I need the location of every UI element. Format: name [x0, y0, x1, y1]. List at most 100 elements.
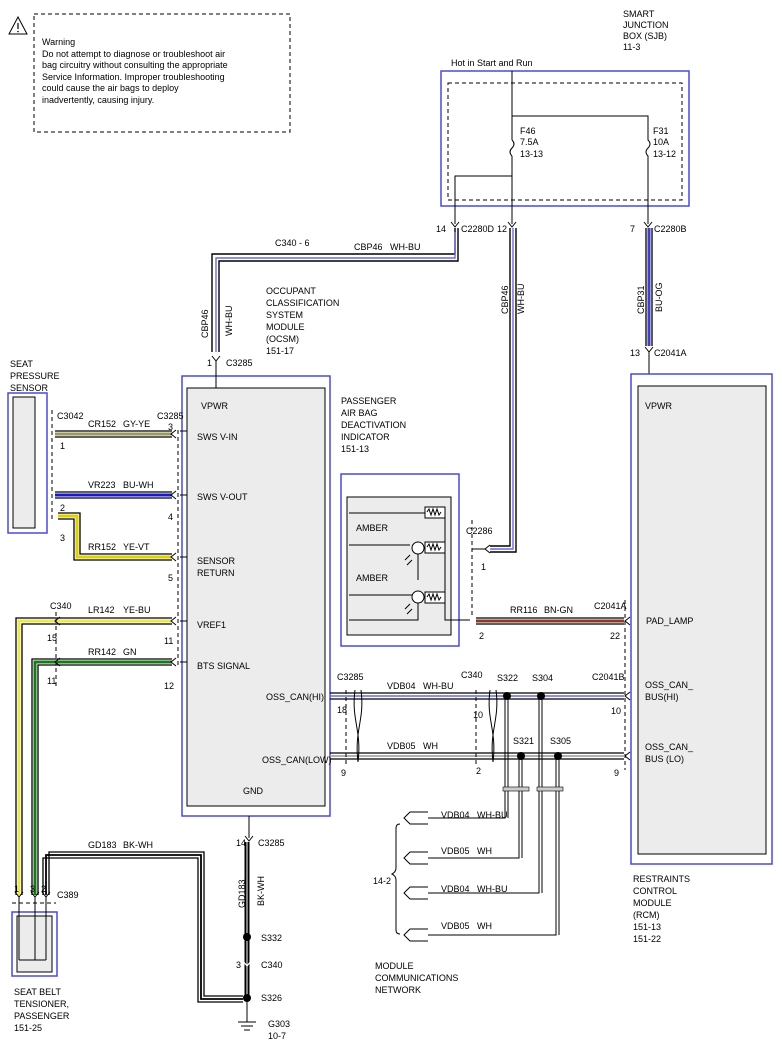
wire-color: GN	[123, 647, 137, 657]
splice-label: S332	[261, 933, 282, 943]
splice-s322	[503, 692, 511, 700]
wire-id: CR152	[88, 419, 116, 429]
network-title-line: COMMUNICATIONS	[375, 973, 458, 983]
wire-color: BU-OG	[654, 282, 664, 312]
connector-chevron-icon	[507, 221, 517, 228]
pin-label: 1	[14, 884, 19, 894]
resistor-icon	[424, 506, 446, 519]
network-row: VDB05 WH	[403, 921, 492, 942]
pin-label: 9	[341, 768, 346, 778]
wire-id: VDB05	[441, 846, 470, 856]
ocsm-pin-vref1: VREF1	[197, 620, 226, 630]
ocsm-title-line: CLASSIFICATION	[266, 298, 339, 308]
connector-chevron-icon	[170, 552, 177, 562]
pin-label: 1	[481, 562, 486, 572]
rcm-pin-oss-can: OSS_CAN_	[645, 742, 694, 752]
pad-title-line: PASSENGER	[341, 396, 397, 406]
ground-label: G303	[268, 1019, 290, 1029]
pin-label: 4	[168, 512, 173, 522]
warning-line: could cause the air bags to deploy	[42, 83, 179, 93]
ground-symbol-icon	[238, 1021, 256, 1031]
connector-chevron-icon	[170, 616, 177, 626]
resistor-icon	[424, 541, 446, 554]
ground-ref: 10-7	[268, 1031, 286, 1041]
rcm-title-line: RESTRAINTS	[633, 874, 690, 884]
rcm-title-line: CONTROL	[633, 886, 677, 896]
pin-label: 2	[60, 503, 65, 513]
fuse-f46-ref: 13-13	[520, 149, 543, 159]
pin-label: 2	[479, 631, 484, 641]
connector-label: C3285	[337, 672, 364, 682]
pin-label: 11	[164, 636, 173, 646]
wire-color: BU-WH	[123, 480, 154, 490]
connector-label: C2041A	[654, 348, 687, 358]
ocsm-title-line: 151-17	[266, 346, 294, 356]
pin-label: 12	[164, 681, 174, 691]
ocsm-title-line: OCCUPANT	[266, 286, 316, 296]
pin-label: 22	[610, 631, 620, 641]
pin-label: 11	[47, 676, 56, 686]
pin-label: 18	[337, 705, 347, 715]
lamp-label: AMBER	[356, 573, 389, 583]
wire-id: VDB05	[387, 741, 416, 751]
seat-belt-tensioner: 1 3 2 C389 SEAT BELT TENSIONER, PASSENGE…	[11, 884, 79, 1033]
wire-id: VDB04	[441, 810, 470, 820]
wire-color: GY-YE	[123, 419, 150, 429]
ground-circuit: 14 C3285 GD183 BK-WH S332 3 C340 S326 G3…	[42, 816, 290, 1041]
rcm-pin-bus-lo: BUS (LO)	[645, 754, 684, 764]
warning-line: Service Information. Improper troublesho…	[42, 72, 225, 82]
network-row: VDB04 WH-BU	[403, 884, 508, 900]
warning-line: Do not attempt to diagnose or troublesho…	[42, 49, 225, 59]
splice-s326	[243, 994, 251, 1002]
sensor-body	[12, 396, 36, 529]
connector-chevron-icon	[624, 751, 631, 761]
communications-network: 14-2 VDB04 WH-BU VDB05 WH VDB04 WH-BU VD…	[373, 810, 508, 995]
network-ref: 14-2	[373, 876, 391, 886]
wire-color: WH-BU	[477, 810, 508, 820]
rcm-pin-oss-can: OSS_CAN_	[645, 680, 694, 690]
connector-chevron-icon	[211, 355, 221, 362]
pin-label: 12	[497, 224, 507, 234]
wire-id: VR223	[88, 480, 116, 490]
rcm-pin-bus-hi: BUS(HI)	[645, 692, 679, 702]
pin-label: 14	[236, 838, 246, 848]
connector-label: C389	[57, 890, 79, 900]
wire-color: WH-BU	[224, 306, 234, 337]
pin-label: 1	[207, 358, 212, 368]
connector-label: C340	[261, 960, 283, 970]
pin-label: 13	[630, 348, 640, 358]
warning-line: inadvertently, causing injury.	[42, 95, 154, 105]
ocsm-pin-oss-can-hi: OSS_CAN(HI)	[266, 692, 324, 702]
warning-line: bag circuitry without consulting the app…	[42, 60, 228, 70]
pin-label: 3	[60, 533, 65, 543]
connector-chevron-icon	[624, 616, 631, 626]
ocsm-pin-vpwr: VPWR	[201, 401, 229, 411]
wire-color: WH	[423, 741, 438, 751]
fuse-f31-ref: 13-12	[653, 149, 676, 159]
wire-id: RR152	[88, 542, 116, 552]
ocsm-pin-gnd: GND	[243, 786, 264, 796]
resistor-icon	[424, 591, 446, 604]
connector-chevron-icon	[54, 657, 61, 667]
wire-id: VDB04	[387, 681, 416, 691]
pin-label: 7	[630, 224, 635, 234]
ocsm-pin-sws-vout: SWS V-OUT	[197, 492, 248, 502]
connector-chevron-icon	[643, 221, 653, 228]
splice-s304	[537, 692, 545, 700]
pad-indicator: PASSENGER AIR BAG DEACTIVATION INDICATOR…	[340, 396, 493, 647]
can-bus: C3285 18 9 VDB04 WH-BU VDB05 WH C340 10 …	[330, 670, 631, 936]
pin-label: 3	[30, 884, 35, 894]
wire-color: WH-BU	[477, 884, 508, 894]
pad-title-line: 151-13	[341, 444, 369, 454]
warning-title: Warning	[42, 37, 75, 47]
pin-label: 3	[236, 960, 241, 970]
wire-color: BK-WH	[256, 876, 266, 906]
rcm-pin-vpwr: VPWR	[645, 401, 673, 411]
rcm-title-line: 151-22	[633, 934, 661, 944]
wire-id: VDB04	[441, 884, 470, 894]
tensioner-title-line: TENSIONER,	[14, 999, 69, 1009]
wire-id: LR142	[88, 605, 115, 615]
splice-label: S305	[550, 736, 571, 746]
warning-panel: Warning Do not attempt to diagnose or tr…	[8, 13, 291, 133]
